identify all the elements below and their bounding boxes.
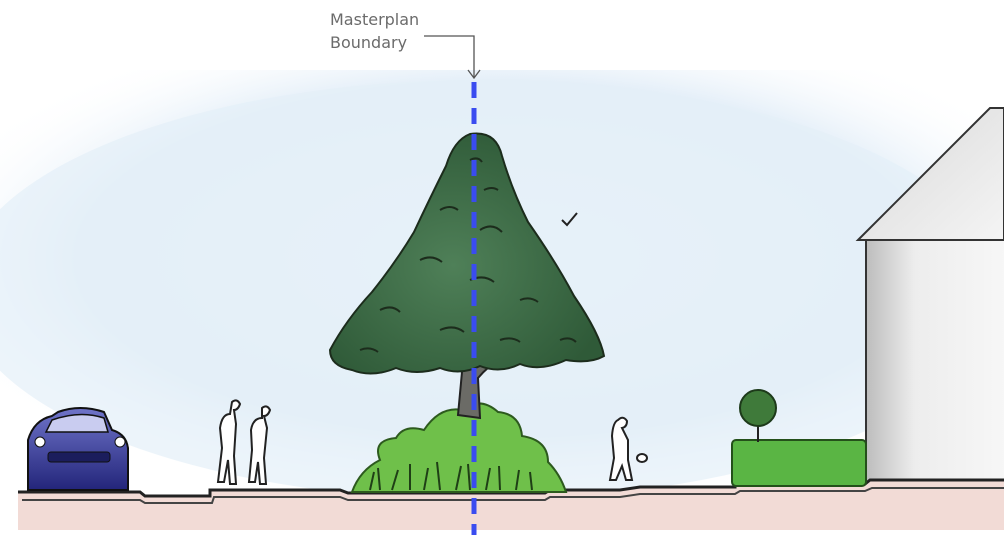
pedestrian-with-ball [608, 416, 648, 481]
canopy-texture [359, 157, 577, 353]
grass-tufts [369, 461, 533, 491]
pedestrian-3 [608, 416, 634, 481]
ball [636, 453, 648, 463]
pedestrian-1 [216, 399, 242, 485]
kerb-line-lower [22, 487, 1004, 504]
boundary-label-line1: Masterplan [330, 10, 420, 29]
house [855, 107, 1004, 486]
pedestrian-2 [247, 405, 272, 485]
car-headlight-right [114, 436, 126, 448]
hedge-group [731, 389, 867, 487]
tree-canopy [328, 132, 606, 375]
car-headlight-left [34, 436, 46, 448]
ground-fill [18, 480, 1004, 530]
masterplan-boundary [424, 35, 481, 535]
car-grille [47, 451, 111, 463]
boundary-label: Masterplan Boundary [330, 8, 419, 54]
topiary-ball [739, 389, 777, 427]
hedge [731, 439, 867, 487]
house-wall [865, 239, 1004, 486]
tick-mark [561, 212, 578, 227]
pedestrians [216, 399, 272, 485]
tree [328, 132, 606, 420]
car-windscreen [44, 413, 109, 433]
boundary-label-line2: Boundary [330, 33, 408, 52]
boundary-leader-arrow [424, 35, 481, 80]
car [27, 407, 129, 491]
